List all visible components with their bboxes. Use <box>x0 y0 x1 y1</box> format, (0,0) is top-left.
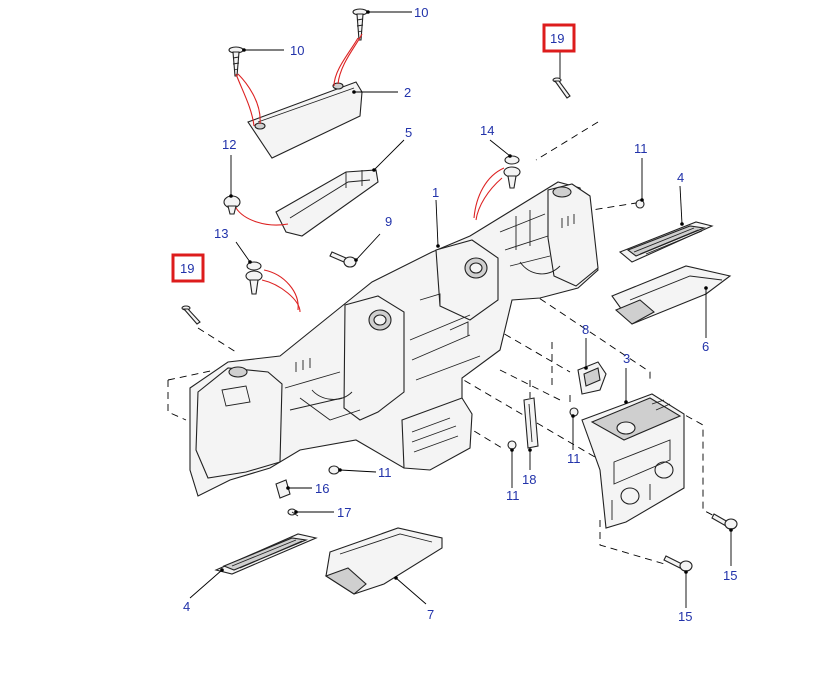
retainer-lines <box>235 33 505 313</box>
vertical-strip <box>523 397 539 449</box>
right-storage-tray <box>611 265 732 325</box>
clip-13 <box>245 261 263 295</box>
clip-12 <box>223 195 241 215</box>
bolt-19-upper <box>552 77 571 99</box>
highlight-box-19-upper <box>542 23 576 53</box>
callout-16[interactable]: 16 <box>315 481 329 496</box>
callouts: 10 10 2 5 12 9 13 1 14 19 19 11 4 6 8 3 … <box>180 5 737 624</box>
callout-11-right[interactable]: 11 <box>634 141 648 156</box>
bolt-19-lower <box>181 305 201 325</box>
dashboard-frame <box>189 181 599 497</box>
callout-1[interactable]: 1 <box>432 185 439 200</box>
right-speaker-grille <box>618 221 714 263</box>
callout-10-upper[interactable]: 10 <box>414 5 428 20</box>
callout-11-centre-b[interactable]: 11 <box>506 488 520 503</box>
clip-11-right <box>635 199 645 209</box>
callout-7[interactable]: 7 <box>427 607 434 622</box>
callout-15-right[interactable]: 15 <box>723 568 737 583</box>
callout-10-lower[interactable]: 10 <box>290 43 304 58</box>
callout-4-left[interactable]: 4 <box>183 599 190 614</box>
lower-storage-tray <box>324 527 443 595</box>
bolt-15-lower <box>663 555 693 572</box>
callout-13[interactable]: 13 <box>214 226 228 241</box>
callout-19-lower[interactable]: 19 <box>180 261 194 276</box>
fasteners <box>181 8 738 572</box>
screw-9 <box>329 251 357 268</box>
callout-4-right[interactable]: 4 <box>677 170 684 185</box>
callout-11-centre-a[interactable]: 11 <box>567 451 581 466</box>
screw-10-upper <box>352 8 368 41</box>
leader-lines <box>189 10 733 608</box>
callout-3[interactable]: 3 <box>623 351 630 366</box>
callout-14[interactable]: 14 <box>480 123 494 138</box>
clip-11-centre-b <box>507 440 517 450</box>
callout-9[interactable]: 9 <box>385 214 392 229</box>
clip-16 <box>275 479 291 499</box>
callout-6[interactable]: 6 <box>702 339 709 354</box>
clip-14 <box>503 155 521 189</box>
highlight-box-19-lower <box>171 253 205 283</box>
screw-10-lower <box>228 46 244 77</box>
callout-15-lower[interactable]: 15 <box>678 609 692 624</box>
top-trim-strip <box>275 169 379 237</box>
callout-12[interactable]: 12 <box>222 137 236 152</box>
callout-11-left[interactable]: 11 <box>378 465 392 480</box>
bolt-15-right <box>711 513 738 530</box>
callout-8[interactable]: 8 <box>582 322 589 337</box>
clip-11-left <box>328 465 340 475</box>
centre-console-panel <box>581 393 685 529</box>
switch-bracket <box>577 361 607 395</box>
callout-18[interactable]: 18 <box>522 472 536 487</box>
left-speaker-grille <box>214 533 318 575</box>
callout-19-upper[interactable]: 19 <box>550 31 564 46</box>
callout-17[interactable]: 17 <box>337 505 351 520</box>
top-cover-panel <box>247 81 363 159</box>
callout-2[interactable]: 2 <box>404 85 411 100</box>
callout-5[interactable]: 5 <box>405 125 412 140</box>
